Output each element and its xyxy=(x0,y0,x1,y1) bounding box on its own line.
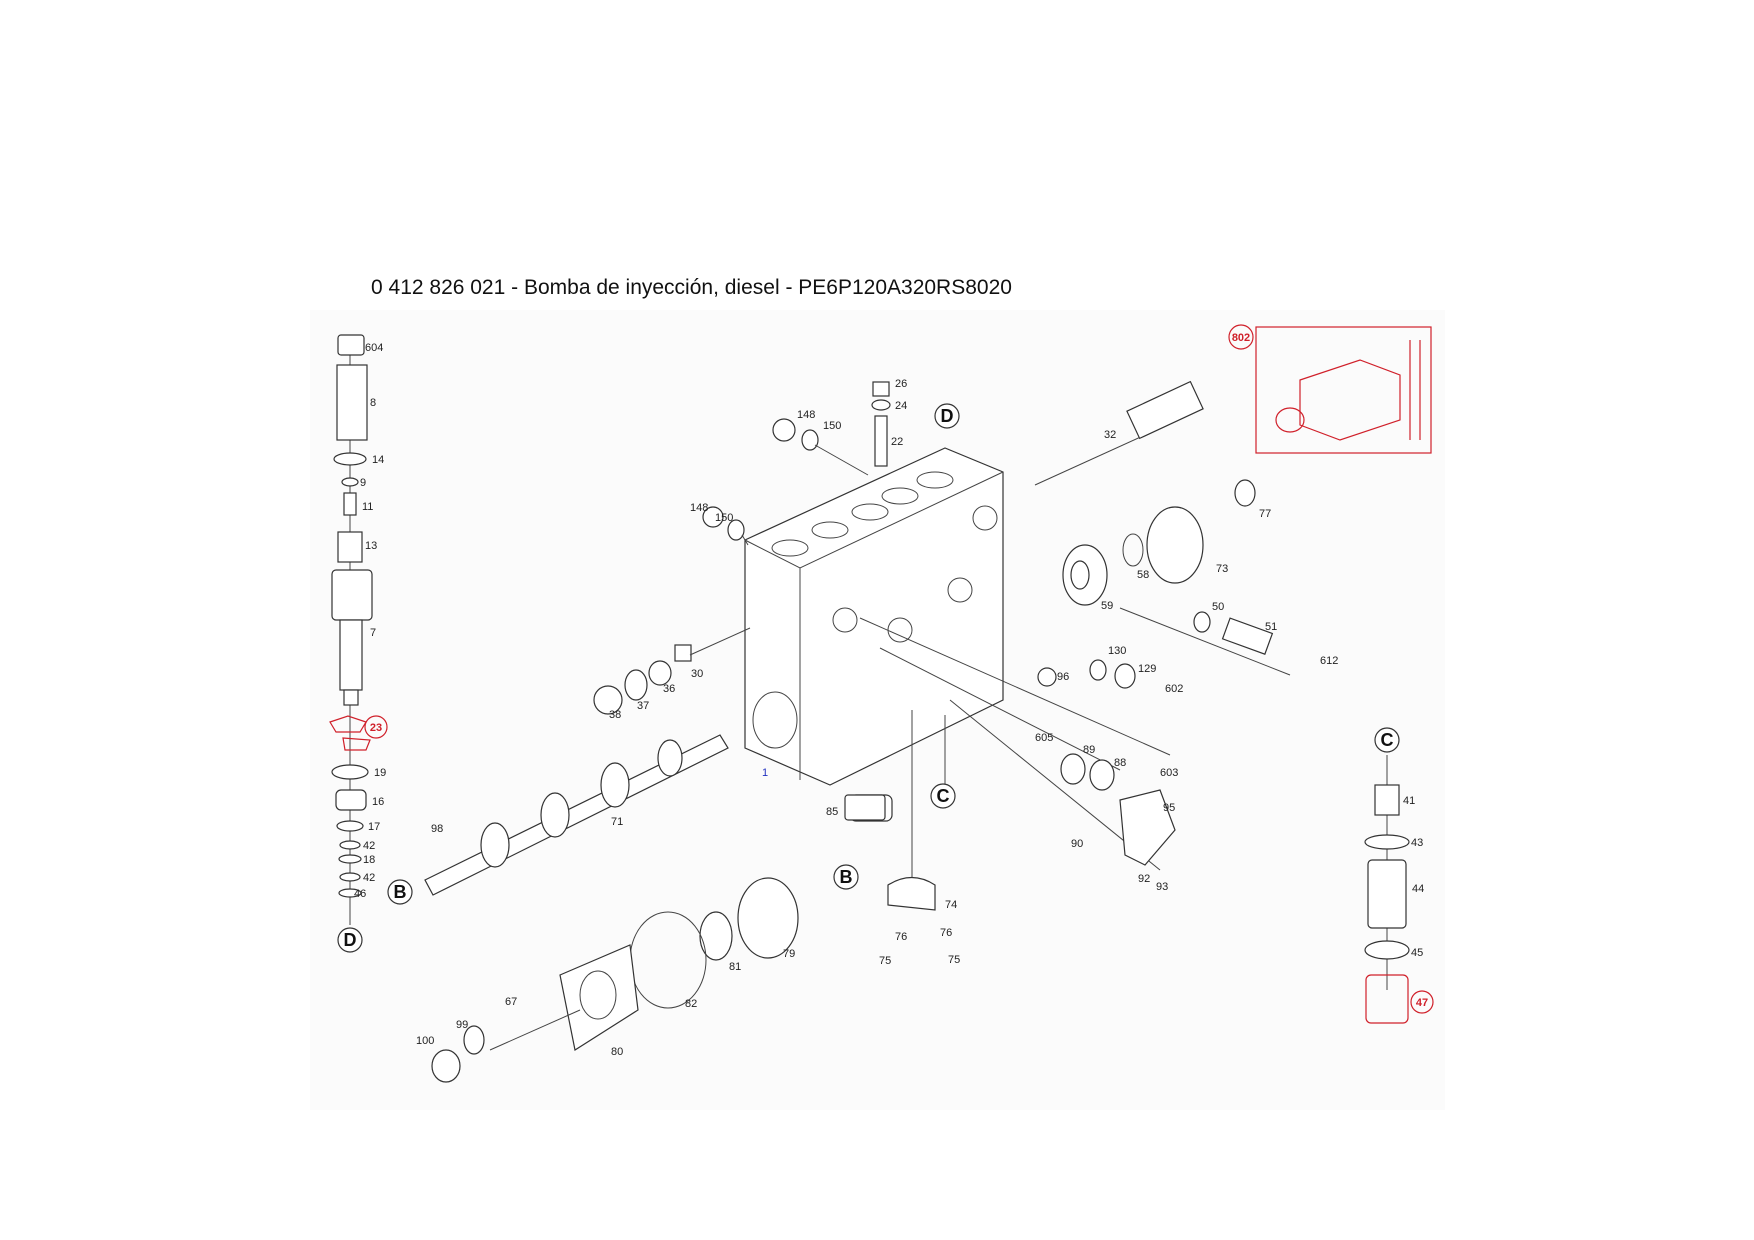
part-label[interactable]: 41 xyxy=(1403,795,1415,807)
part-label[interactable]: 24 xyxy=(895,400,907,412)
part-label[interactable]: 99 xyxy=(456,1019,468,1031)
part-label[interactable]: 46 xyxy=(354,888,366,900)
part-label[interactable]: 75 xyxy=(879,955,891,967)
pump-housing: 1 xyxy=(744,447,1004,786)
part-label[interactable]: 612 xyxy=(1320,655,1338,667)
part-label[interactable]: 59 xyxy=(1101,600,1113,612)
part-label-1[interactable]: 1 xyxy=(762,767,768,779)
ref-letter-c-mid: C xyxy=(937,786,950,806)
part-label[interactable]: 9 xyxy=(360,477,366,489)
part-23-half-ring-lower xyxy=(342,737,371,751)
camshaft xyxy=(424,734,729,896)
part-label[interactable]: 38 xyxy=(609,709,621,721)
part-label[interactable]: 92 xyxy=(1138,873,1150,885)
part-label[interactable]: 43 xyxy=(1411,837,1423,849)
part-47-tappet-sleeve xyxy=(1365,974,1409,1024)
part-label[interactable]: 71 xyxy=(611,816,623,828)
part-label[interactable]: 76 xyxy=(895,931,907,943)
callout-23[interactable]: 23 xyxy=(370,722,382,734)
part-label[interactable]: 36 xyxy=(663,683,675,695)
part-label[interactable]: 67 xyxy=(505,996,517,1008)
part-label[interactable]: 8 xyxy=(370,397,376,409)
callout-47[interactable]: 47 xyxy=(1416,997,1428,1009)
part-label[interactable]: 16 xyxy=(372,796,384,808)
part-label[interactable]: 85 xyxy=(826,806,838,818)
part-label[interactable]: 81 xyxy=(729,961,741,973)
part-label[interactable]: 42 xyxy=(363,840,375,852)
part-label[interactable]: 30 xyxy=(691,668,703,680)
part-label[interactable]: 74 xyxy=(945,899,957,911)
part-label[interactable]: 88 xyxy=(1114,757,1126,769)
part-label[interactable]: 13 xyxy=(365,540,377,552)
part-label[interactable]: 604 xyxy=(365,342,383,354)
part-label[interactable]: 82 xyxy=(685,998,697,1010)
delivery-valve-stack xyxy=(329,334,373,925)
part-label[interactable]: 58 xyxy=(1137,569,1149,581)
part-label[interactable]: 26 xyxy=(895,378,907,390)
kit-802-thumbnail-frame[interactable] xyxy=(1255,326,1432,454)
part-label[interactable]: 22 xyxy=(891,436,903,448)
part-label[interactable]: 19 xyxy=(374,767,386,779)
part-label[interactable]: 11 xyxy=(362,501,373,513)
part-label[interactable]: 73 xyxy=(1216,563,1228,575)
part-label[interactable]: 605 xyxy=(1035,732,1053,744)
part-label[interactable]: 79 xyxy=(783,948,795,960)
part-label[interactable]: 37 xyxy=(637,700,649,712)
part-label[interactable]: 76 xyxy=(940,927,952,939)
part-label[interactable]: 18 xyxy=(363,854,375,866)
part-label[interactable]: 42 xyxy=(363,872,375,884)
part-label[interactable]: 602 xyxy=(1165,683,1183,695)
ref-letter-b-mid: B xyxy=(840,867,853,887)
ref-letter-c-right: C xyxy=(1381,730,1394,750)
red-callouts: 23 47 802 xyxy=(364,324,1434,1014)
part-label[interactable]: 100 xyxy=(416,1035,434,1047)
part-label[interactable]: 150 xyxy=(823,420,841,432)
part-labels: 604 8 14 9 11 13 7 19 16 17 42 18 42 46 … xyxy=(354,342,1424,1058)
part-label[interactable]: 130 xyxy=(1108,645,1126,657)
part-label[interactable]: 77 xyxy=(1259,508,1271,520)
part-label[interactable]: 89 xyxy=(1083,744,1095,756)
part-label[interactable]: 603 xyxy=(1160,767,1178,779)
ref-letter-d-top: D xyxy=(941,406,954,426)
part-label[interactable]: 148 xyxy=(797,409,815,421)
part-label[interactable]: 51 xyxy=(1265,621,1277,633)
part-23-half-ring-upper xyxy=(329,715,367,733)
part-label[interactable]: 44 xyxy=(1412,883,1424,895)
part-label[interactable]: 75 xyxy=(948,954,960,966)
part-label[interactable]: 45 xyxy=(1411,947,1423,959)
ref-letter-b-left: B xyxy=(394,882,407,902)
part-label[interactable]: 17 xyxy=(368,821,380,833)
part-label[interactable]: 98 xyxy=(431,823,443,835)
ref-letter-d-left: D xyxy=(344,930,357,950)
part-label[interactable]: 7 xyxy=(370,627,376,639)
part-label[interactable]: 129 xyxy=(1138,663,1156,675)
part-label[interactable]: 93 xyxy=(1156,881,1168,893)
part-label[interactable]: 90 xyxy=(1071,838,1083,850)
part-label[interactable]: 148 xyxy=(690,502,708,514)
part-label[interactable]: 95 xyxy=(1163,802,1175,814)
reference-letters: D D B B C C xyxy=(337,403,1400,953)
diagram-title: 0 412 826 021 - Bomba de inyección, dies… xyxy=(371,276,1012,299)
part-label[interactable]: 32 xyxy=(1104,429,1116,441)
part-label[interactable]: 50 xyxy=(1212,601,1224,613)
part-label[interactable]: 14 xyxy=(372,454,384,466)
part-label[interactable]: 96 xyxy=(1057,671,1069,683)
other-parts xyxy=(431,326,1432,1083)
callout-802[interactable]: 802 xyxy=(1232,332,1250,344)
part-label[interactable]: 150 xyxy=(715,512,733,524)
part-label[interactable]: 80 xyxy=(611,1046,623,1058)
